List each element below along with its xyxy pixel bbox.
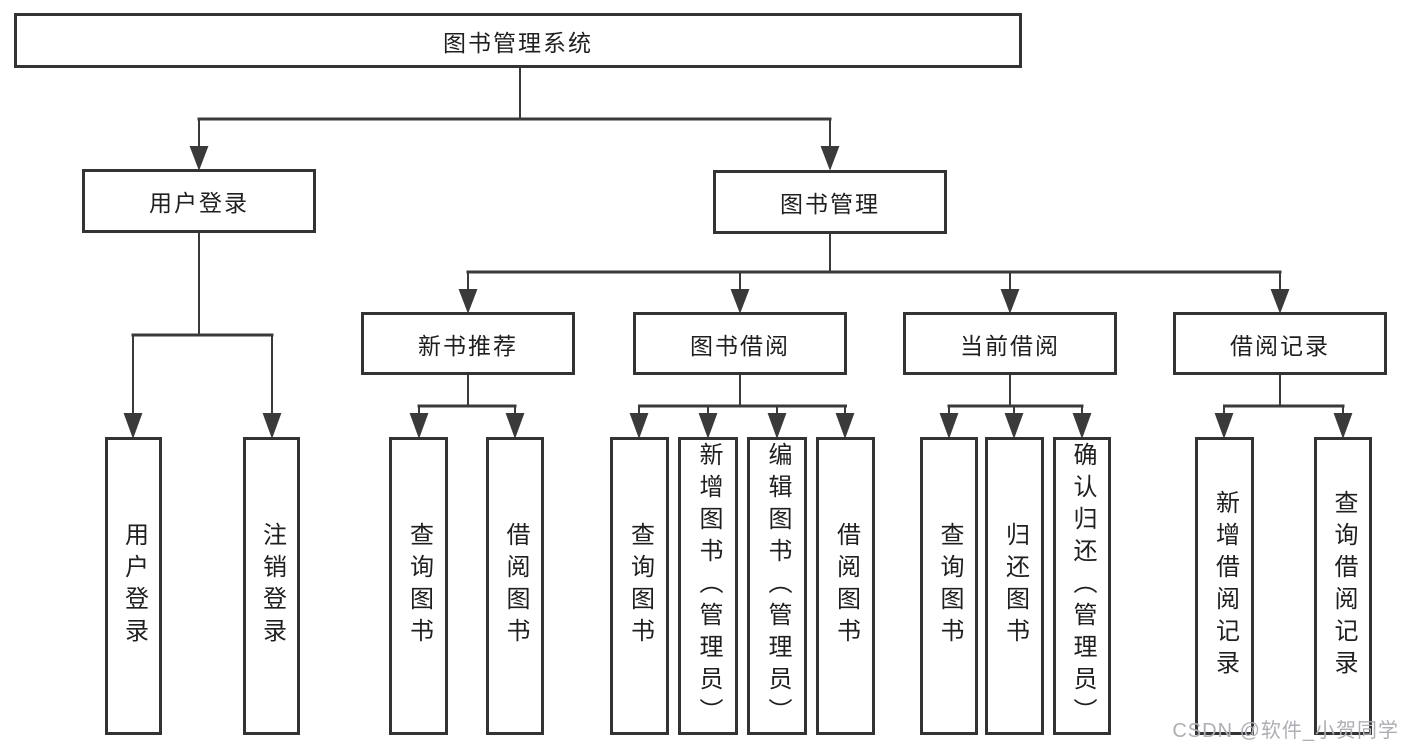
watermark-text: CSDN @软件_小贺同学: [1172, 720, 1399, 742]
leaf-query-borrow-record: 查询借阅记录: [1314, 437, 1372, 735]
leaf-borrow-books-recommend: 借阅图书: [486, 437, 544, 735]
node-library-system: 图书管理系统: [14, 13, 1022, 68]
leaf-add-book-admin: 新增图书（管理员）: [678, 437, 738, 735]
node-borrowing-records: 借阅记录: [1173, 312, 1387, 375]
leaf-logout-login: 注销登录: [243, 437, 300, 735]
leaf-add-borrow-record: 新增借阅记录: [1195, 437, 1254, 735]
node-book-borrowing: 图书借阅: [633, 312, 847, 375]
node-book-management: 图书管理: [713, 170, 947, 234]
node-current-borrowing: 当前借阅: [903, 312, 1117, 375]
leaf-query-books-recommend: 查询图书: [389, 437, 448, 735]
node-user-login: 用户登录: [82, 169, 316, 233]
leaf-borrow-books-borrowing: 借阅图书: [816, 437, 875, 735]
leaf-query-books-current: 查询图书: [920, 437, 978, 735]
leaf-confirm-return-admin: 确认归还（管理员）: [1053, 437, 1111, 735]
leaf-return-books: 归还图书: [985, 437, 1044, 735]
node-new-book-recommendation: 新书推荐: [361, 312, 575, 375]
leaf-user-login: 用户登录: [105, 437, 162, 735]
leaf-query-books-borrowing: 查询图书: [610, 437, 669, 735]
leaf-edit-book-admin: 编辑图书（管理员）: [747, 437, 807, 735]
